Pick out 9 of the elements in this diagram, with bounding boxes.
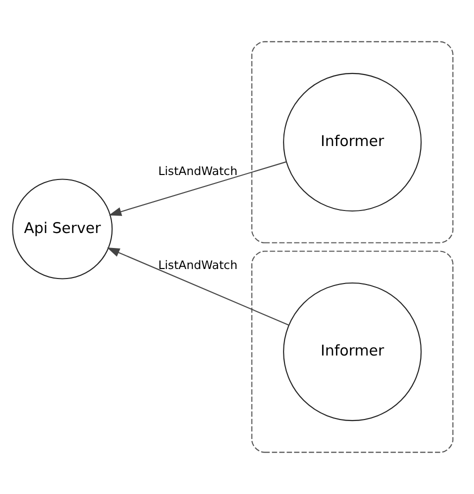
cluster — [251, 250, 454, 453]
node-circle: Api Server — [12, 178, 113, 280]
node-circle: Informer — [283, 72, 422, 212]
arrow — [108, 161, 286, 216]
edge-label: ListAndWatch — [158, 258, 238, 272]
cluster — [251, 41, 454, 244]
arrow — [106, 248, 290, 326]
edge-label: ListAndWatch — [158, 164, 238, 178]
node-circle: Informer — [283, 282, 422, 422]
